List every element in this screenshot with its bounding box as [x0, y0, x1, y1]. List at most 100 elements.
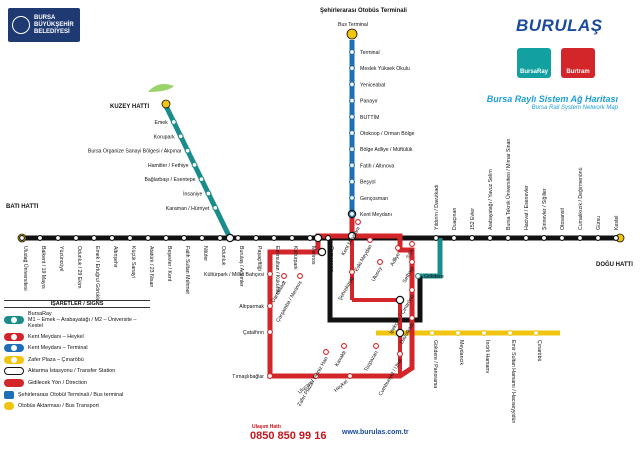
municipality-seal-icon	[12, 16, 30, 34]
bus-transfer-chip-icon	[4, 402, 14, 411]
direction-arrow-icon	[4, 378, 24, 387]
station-label: Karaman / Hürriyet	[166, 206, 210, 212]
transfer-station	[313, 233, 323, 243]
station-marker	[395, 245, 401, 251]
station-label: Tırnaşlıbağlar	[232, 374, 264, 380]
station-marker	[253, 235, 259, 241]
station-marker	[37, 235, 43, 241]
station-marker	[409, 241, 415, 247]
station-marker	[349, 146, 355, 153]
station-marker	[271, 235, 277, 241]
station-label: Kavaklı	[334, 350, 348, 368]
station-label: Gökdere / Panorama	[432, 340, 438, 388]
bus-terminal-icon	[346, 28, 358, 40]
station-label: 152 Evler	[470, 208, 476, 230]
station-marker	[507, 330, 513, 336]
station-marker	[313, 373, 319, 379]
legend-item-t2: Kent Meydanı – Terminal	[4, 344, 150, 353]
station-marker	[341, 343, 347, 349]
station-marker	[455, 330, 461, 336]
station-marker	[349, 65, 355, 72]
station-label: Zafer Plaza / Piriniz Han	[297, 356, 330, 408]
station-marker	[217, 235, 223, 241]
station-marker	[184, 147, 191, 154]
station-label: Kestel	[614, 216, 620, 230]
station-marker	[577, 235, 583, 241]
station-label: Uludağ Üniversitesi	[22, 246, 29, 291]
bati-line-title: BATI HATTI	[6, 204, 39, 210]
t3-chip-icon	[4, 355, 24, 364]
station-marker	[451, 235, 457, 241]
website-link[interactable]: www.burulas.com.tr	[342, 429, 409, 436]
station-label: Cumalıkızık / Değirmenönü	[578, 167, 584, 230]
station-marker	[533, 330, 539, 336]
station-marker	[349, 194, 355, 201]
station-marker	[235, 235, 241, 241]
kuzey-line-title: KUZEY HATTI	[110, 104, 149, 110]
legend-item-t3: Zafer Plaza – Çınaröbü	[4, 355, 150, 364]
station-label: Tuzpazarı	[363, 350, 380, 373]
burtram-logo: Burtram	[561, 48, 595, 78]
station-label: Gökdere	[424, 274, 444, 280]
station-marker	[349, 130, 355, 136]
station-label: SSK	[405, 248, 416, 260]
t1-chip-icon	[4, 332, 24, 341]
legend-item-transfer: Aktarma İstasyonu / Transfer Station	[4, 367, 150, 376]
station-label: Emek	[154, 120, 168, 126]
station-marker	[377, 259, 383, 265]
m2-center-loop	[327, 238, 423, 323]
station-label: Hacivat / Esenevler	[524, 185, 530, 230]
station-label: Beşyol	[360, 180, 376, 186]
station-marker	[433, 235, 439, 241]
station-label: Kent Meydanı	[360, 212, 392, 218]
station-label: BUTTİM	[360, 114, 379, 121]
station-marker	[191, 161, 198, 168]
station-marker	[127, 235, 133, 241]
station-label: Gürsu	[596, 216, 602, 230]
transfer-station	[225, 233, 235, 243]
station-marker	[325, 235, 331, 241]
station-label: Odunluk	[220, 246, 226, 266]
terminal-title: Şehirlerarası Otobüs Terminali	[320, 8, 407, 14]
station-label: Bağlarbaşı / Esentepe	[144, 177, 195, 183]
station-marker	[409, 259, 415, 265]
station-marker	[181, 235, 187, 241]
station-marker	[109, 235, 115, 241]
station-marker	[73, 235, 79, 241]
bus-terminal-chip-icon	[4, 390, 14, 399]
station-label: Yıldırım / Davutkadı	[434, 184, 440, 230]
legend-title: İŞARETLER / SIGNS	[4, 300, 150, 308]
station-label: Şirinevler / Siğiller	[542, 188, 548, 230]
station-marker	[429, 330, 435, 336]
bursaray-logo: BursaRay	[517, 48, 551, 78]
station-marker	[481, 330, 487, 336]
station-marker	[267, 303, 273, 309]
station-label: Emek / Ertuğrul Görükle	[94, 246, 100, 301]
station-marker	[505, 235, 511, 241]
station-marker	[349, 113, 355, 120]
station-label: Otosansit	[560, 208, 566, 230]
station-label: Ulusoy	[371, 266, 384, 283]
station-marker	[373, 343, 379, 349]
station-marker	[595, 235, 601, 241]
map-title: Bursa Raylı Sistem Ağ Haritası	[486, 94, 618, 104]
station-marker	[355, 219, 361, 225]
station-label: Bursa Organize Sanayi Bölgesi / Akpınar	[88, 149, 182, 155]
transfer-chip-icon	[4, 367, 24, 376]
station-marker	[349, 211, 355, 217]
station-marker	[267, 373, 273, 379]
station-label: İnsaniye	[183, 191, 202, 198]
station-marker	[199, 235, 205, 241]
hotline: Ulaşım Hattı 0850 850 99 16	[250, 424, 327, 442]
station-marker	[267, 271, 273, 277]
station-marker	[205, 190, 212, 197]
dogu-line-title: DOĞU HATTI	[596, 260, 633, 268]
station-marker	[349, 269, 355, 275]
station-label: Çatalfırın	[243, 330, 264, 336]
station-label: Heykel	[333, 379, 349, 394]
station-label: Hamitler / Fethiye	[148, 163, 189, 169]
station-marker	[212, 204, 219, 211]
station-label: Terminal	[360, 50, 380, 56]
station-label: Panayır	[360, 99, 378, 105]
